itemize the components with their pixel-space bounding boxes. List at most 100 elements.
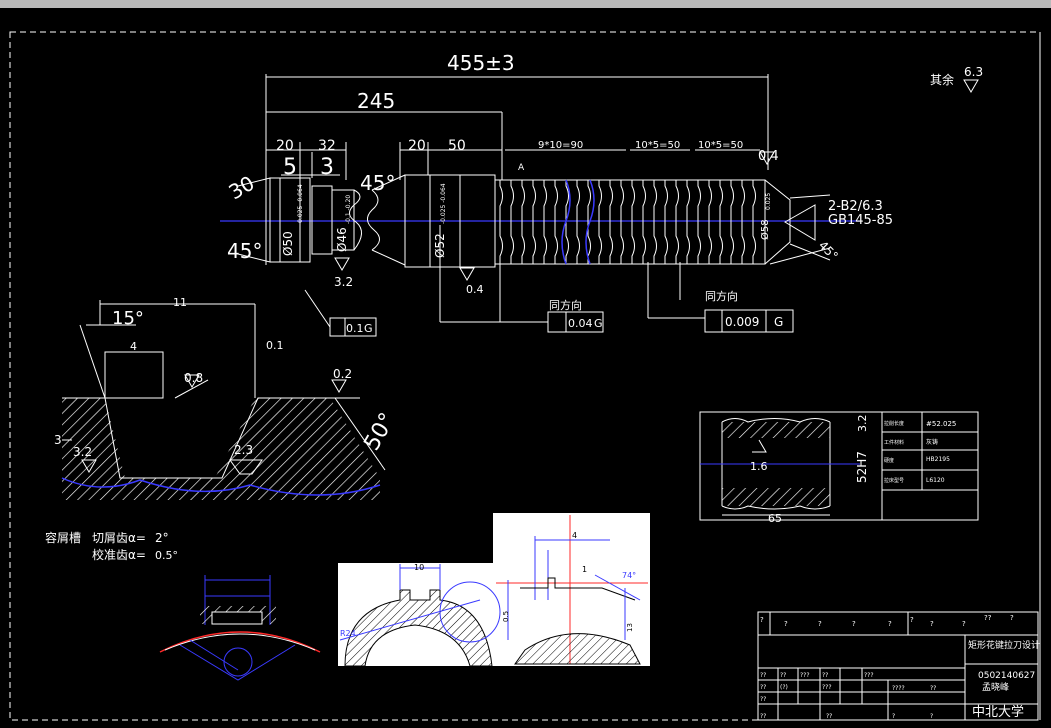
note-cutting-tooth: 切屑齿α=	[92, 531, 146, 545]
tb-cell-k: ??	[760, 696, 766, 703]
dim-20a: 20	[276, 138, 294, 154]
tb-q-8: ?	[962, 620, 966, 628]
broach-tooth-groove	[653, 180, 657, 264]
workpiece-section-box	[699, 411, 979, 521]
section-dim-65: 65	[768, 512, 782, 525]
tb-author: 孟晓峰	[982, 681, 1009, 693]
angle-30: 30	[225, 171, 259, 205]
angle-45-left: 45°	[227, 239, 262, 263]
tb-q-3: ?	[818, 620, 822, 628]
center-hole: 2-B2/6.3	[828, 199, 883, 214]
broach-tooth-groove	[664, 180, 668, 264]
tb-cell-n: ?	[892, 713, 895, 720]
rest-label: 其余	[930, 72, 954, 87]
dim-04: 0.4	[758, 149, 779, 164]
broach-tooth-groove	[631, 180, 635, 264]
tol-frame-3	[704, 309, 794, 333]
section-dim-52h7: 52H7	[855, 451, 869, 483]
inset-spline-cross-section	[338, 513, 650, 667]
tooth-rough-08: 0.8	[184, 371, 203, 385]
param-value-2: HB2195	[926, 456, 950, 463]
tooth-dim-4: 4	[130, 340, 137, 353]
rest-value: 6.3	[964, 65, 983, 79]
tb-q-6: ?	[910, 616, 914, 624]
tb-school: 中北大学	[972, 704, 1024, 720]
same-direction-1: 同方向	[549, 298, 582, 312]
tooth-rough-32: 3.2	[73, 445, 92, 459]
tooth-rough-02: 0.2	[333, 367, 352, 381]
broach-tooth-groove	[642, 180, 646, 264]
broach-tooth-groove	[521, 180, 525, 264]
tb-cell-b: ??	[780, 672, 786, 679]
inset2-dim-4: 4	[572, 531, 577, 540]
tb-cell-h: ???	[822, 684, 832, 691]
broach-tooth-groove	[675, 180, 679, 264]
tol-frame-2	[547, 311, 604, 333]
tb-q-10: ?	[1010, 614, 1014, 622]
broach-tooth-groove	[708, 180, 712, 264]
dim-phi52: Ø52	[433, 233, 447, 258]
param-value-1: 灰铸	[926, 438, 938, 446]
tol-phi46: -0.1 -0.20	[345, 195, 352, 224]
dim-phi58: Ø58	[759, 219, 771, 240]
note-calibrating-tooth: 校准齿α=	[92, 547, 146, 562]
angle-45-right: 45°	[816, 238, 841, 263]
same-direction-2: 同方向	[705, 289, 738, 303]
tb-q-2: ?	[784, 620, 788, 628]
dim-245: 245	[357, 89, 395, 113]
tb-cell-l: ??	[760, 713, 766, 720]
note-calibrating-angle: 0.5°	[155, 549, 178, 562]
title-block	[757, 611, 1039, 721]
tb-cell-j: ??	[930, 685, 936, 692]
inset1-dim-10: 10	[414, 563, 424, 572]
broach-tooth-groove	[752, 180, 756, 264]
tb-cell-a: ??	[760, 672, 766, 679]
tb-cell-g: (?)	[780, 684, 788, 691]
broach-tooth-groove	[543, 180, 547, 264]
broach-tooth-groove	[719, 180, 723, 264]
tooth-profile-detail	[61, 300, 386, 500]
tooth-dim-01: 0.1	[266, 339, 284, 352]
tol-phi50: -0.025 -0.064	[297, 184, 304, 225]
tb-q-7: ?	[930, 620, 934, 628]
tol-phi58: 0.025	[765, 193, 772, 210]
inset2-dim-05: 0.5	[502, 611, 510, 622]
inset2-dim-13: 13	[626, 623, 634, 632]
dim-total: 455±3	[447, 51, 515, 75]
tol-value-3: 0.009	[725, 315, 759, 329]
broach-tooth-groove	[598, 180, 602, 264]
spline-detail-colored	[159, 575, 321, 681]
tb-q-1: ?	[760, 616, 764, 624]
rough-04: 0.4	[466, 283, 484, 296]
param-label-0: 拉削长度	[884, 420, 904, 427]
broach-tooth-groove	[510, 180, 514, 264]
broach-tooth-groove	[499, 180, 503, 264]
section-rough-32: 3.2	[856, 415, 869, 433]
param-value-0: #52.025	[926, 420, 956, 428]
dim-pitch1: 9*10=90	[538, 140, 583, 151]
tb-cell-d: ??	[822, 672, 828, 679]
broach-tooth-groove	[532, 180, 536, 264]
note-cutting-angle: 2°	[155, 531, 169, 545]
section-rough-16: 1.6	[750, 460, 768, 473]
param-label-2: 硬度	[884, 457, 894, 464]
broach-main-view	[220, 74, 979, 337]
tooth-dim-11: 11	[173, 296, 187, 309]
broach-tooth-groove	[686, 180, 690, 264]
broach-tooth-groove	[741, 180, 745, 264]
tb-cell-c: ???	[800, 672, 810, 679]
dim-5: 5	[283, 155, 297, 180]
tb-cell-m: ??	[826, 713, 832, 720]
note-chip-groove: 容屑槽	[45, 530, 81, 545]
tooth-rough-23: 2.3	[234, 443, 253, 457]
tol-value-1: 0.1	[346, 322, 364, 335]
center-std: GB145-85	[828, 213, 893, 228]
tb-cell-e: ???	[864, 672, 874, 679]
dim-20b: 20	[408, 138, 426, 154]
param-label-3: 拉床型号	[884, 477, 904, 484]
rough-32: 3.2	[334, 275, 353, 289]
tb-q-5: ?	[888, 620, 892, 628]
dim-phi46: Ø46	[335, 227, 349, 252]
tooth-angle-15: 15°	[112, 308, 144, 329]
